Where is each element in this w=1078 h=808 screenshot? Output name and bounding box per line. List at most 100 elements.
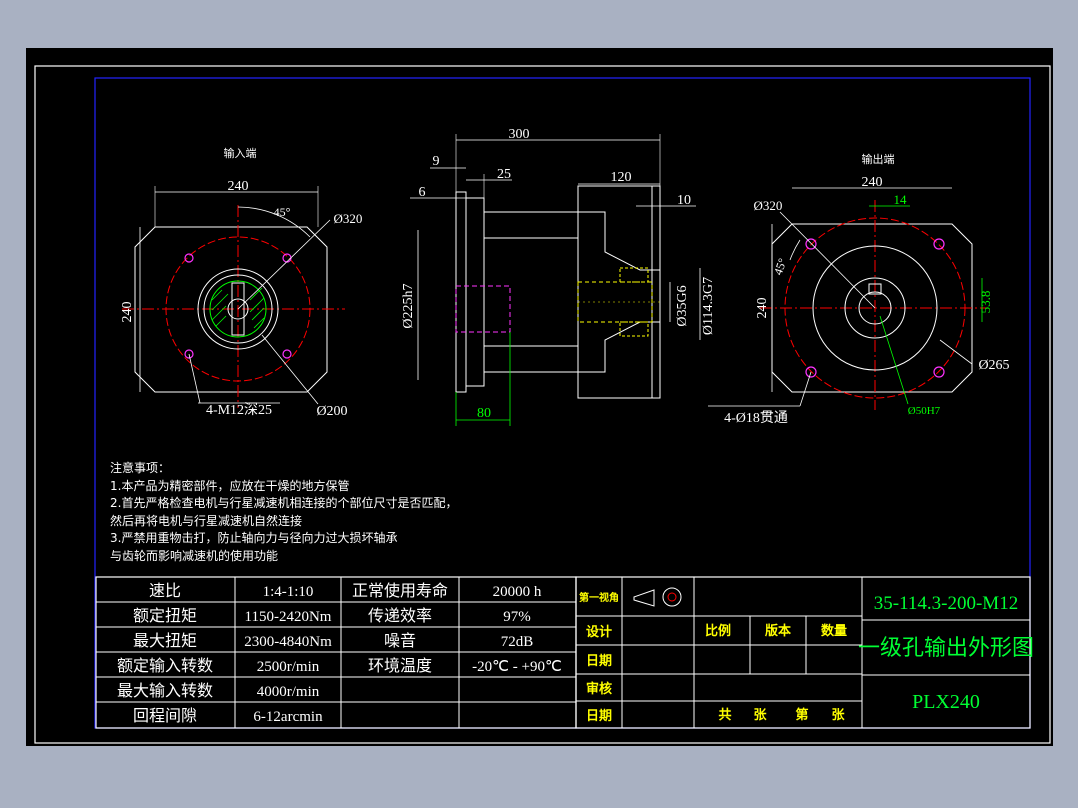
input-holes-dim: 4-M12深25 xyxy=(206,402,272,418)
input-spigot-dim: Ø200 xyxy=(316,404,347,419)
side-output-bore xyxy=(577,281,653,323)
output-hole xyxy=(805,366,817,378)
input-hole xyxy=(184,349,194,359)
note-line-5: 与齿轮而影响减速机的使用功能 xyxy=(110,548,279,563)
input-bore xyxy=(227,298,249,320)
input-width-dim: 240 xyxy=(228,179,249,194)
spec-value-life: 20000 h xyxy=(493,584,542,600)
input-pcd-leader xyxy=(237,219,331,310)
output-keyheight-dim: 53.8 xyxy=(978,291,993,314)
input-spigot-outer xyxy=(197,268,279,350)
spec-value-noise: 72dB xyxy=(501,634,534,650)
spec-label-life: 正常使用寿命 xyxy=(352,582,448,600)
side-pilot-dim: Ø225h7 xyxy=(401,283,416,328)
input-height-dim: 240 xyxy=(120,302,135,323)
leader-line xyxy=(799,371,812,407)
spec-value-rated-torque: 1150-2420Nm xyxy=(245,609,332,625)
model-name: PLX240 xyxy=(912,691,980,713)
first-view-label: 第一视角 xyxy=(579,591,619,604)
side-input-bore xyxy=(455,285,511,333)
spec-value-temp: -20℃ - +90℃ xyxy=(472,659,562,675)
input-end-view: 输入端 240 xyxy=(120,146,362,419)
output-hole xyxy=(933,238,945,250)
output-outer-dim: Ø265 xyxy=(978,358,1009,373)
spec-value-ratio: 1:4-1:10 xyxy=(263,584,314,600)
spec-table: 速比 额定扭矩 最大扭矩 额定输入转数 最大输入转数 回程间隙 正常使用寿命 传… xyxy=(95,576,577,729)
title-block-grid xyxy=(576,577,1030,728)
input-spigot-inner xyxy=(203,274,273,344)
drawing-number: 35-114.3-200-M12 xyxy=(874,593,1018,614)
side-dim-120: 120 xyxy=(611,170,632,185)
output-key-dim: 14 xyxy=(894,192,908,207)
output-angle-dim: 45° xyxy=(771,256,790,277)
notes-heading: 注意事项： xyxy=(110,461,171,475)
side-dim-10: 10 xyxy=(677,193,691,208)
design-label: 设计 xyxy=(586,624,612,639)
quantity-label: 数量 xyxy=(821,623,847,638)
input-coupling-hatch xyxy=(211,287,265,329)
table-grid xyxy=(96,577,576,728)
spec-label-temp: 环境温度 xyxy=(368,656,432,675)
input-holes-leader xyxy=(188,353,201,404)
body-line xyxy=(578,211,660,271)
title-block: 第一视角 设计 日期 审核 日期 比例 版本 数量 共 张 第 张 35-114… xyxy=(575,576,1034,729)
input-end-title: 输入端 xyxy=(224,146,257,160)
scale-label: 比例 xyxy=(705,623,731,638)
input-hole xyxy=(184,253,194,263)
output-width-dim: 240 xyxy=(862,175,883,190)
date-label-1: 日期 xyxy=(586,653,612,668)
spec-label-rated-speed: 额定输入转数 xyxy=(117,657,213,675)
input-pcd-circle xyxy=(165,236,311,382)
note-line-4: 3.严禁用重物击打，防止轴向力与径向力过大损坏轴承 xyxy=(110,531,398,546)
output-height-dim: 240 xyxy=(755,298,770,319)
leader-line xyxy=(879,315,909,405)
spec-label-efficiency: 传递效率 xyxy=(368,607,432,625)
review-label: 审核 xyxy=(586,681,612,696)
side-shaft-dim: Ø35G6 xyxy=(675,285,690,326)
output-end-title: 输出端 xyxy=(862,152,895,166)
input-angle-arc xyxy=(237,206,311,238)
input-coupling-ring xyxy=(209,280,267,338)
side-total-dim: 300 xyxy=(509,127,530,142)
title-block-border xyxy=(575,576,1031,729)
spec-label-backlash: 回程间隙 xyxy=(133,707,197,725)
version-label: 版本 xyxy=(765,623,791,638)
output-end-view: 输出端 240 14 Ø320 45° 240 53.8 Ø265 Ø50H7 … xyxy=(708,152,1010,426)
output-angle-arc xyxy=(789,239,801,261)
notes-block: 注意事项： 1.本产品为精密部件，应放在干燥的地方保管 2.首先严格检查电机与行… xyxy=(110,460,457,566)
output-keyway xyxy=(868,283,882,295)
output-holes-dim: 4-Ø18贯通 xyxy=(724,410,788,426)
spec-label-max-torque: 最大扭矩 xyxy=(133,632,197,650)
output-hole xyxy=(805,238,817,250)
spec-value-max-torque: 2300-4840Nm xyxy=(244,634,332,650)
sheets-total-label: 共 xyxy=(718,707,731,722)
spec-label-ratio: 速比 xyxy=(149,582,181,600)
projection-circle-inner xyxy=(667,592,677,602)
output-shaft-dim: Ø50H7 xyxy=(908,405,941,417)
side-key-bottom xyxy=(619,321,649,337)
input-hole xyxy=(282,349,292,359)
sheet-number-label: 第 xyxy=(795,707,808,722)
side-dim-80: 80 xyxy=(477,406,491,421)
spec-label-rated-torque: 额定扭矩 xyxy=(133,607,197,625)
output-hub-circle xyxy=(844,277,906,339)
leader-line xyxy=(939,339,973,365)
side-view: 300 9 25 6 120 10 Ø225h7 Ø35G6 Ø114.3G7 … xyxy=(401,127,716,426)
drawing-title: 一级孔输出外形图 xyxy=(858,635,1034,660)
side-bore-dim: Ø114.3G7 xyxy=(701,277,716,335)
spec-label-noise: 噪音 xyxy=(384,632,416,650)
output-hole xyxy=(933,366,945,378)
output-pcd-leader xyxy=(779,211,876,309)
spec-value-efficiency: 97% xyxy=(503,609,531,625)
spec-label-max-speed: 最大输入转数 xyxy=(117,682,213,700)
spec-value-rated-speed: 2500r/min xyxy=(257,659,320,675)
note-line-2: 2.首先严格检查电机与行星减速机相连接的个部位尺寸是否匹配， xyxy=(110,496,458,511)
drawing-background xyxy=(26,48,1053,746)
output-bore-circle xyxy=(858,291,892,325)
input-flange-outline xyxy=(134,226,328,393)
input-spigot-leader xyxy=(261,334,319,405)
outer-frame xyxy=(34,65,1051,744)
side-key-top xyxy=(619,267,649,283)
input-coupling-slot xyxy=(231,282,245,336)
